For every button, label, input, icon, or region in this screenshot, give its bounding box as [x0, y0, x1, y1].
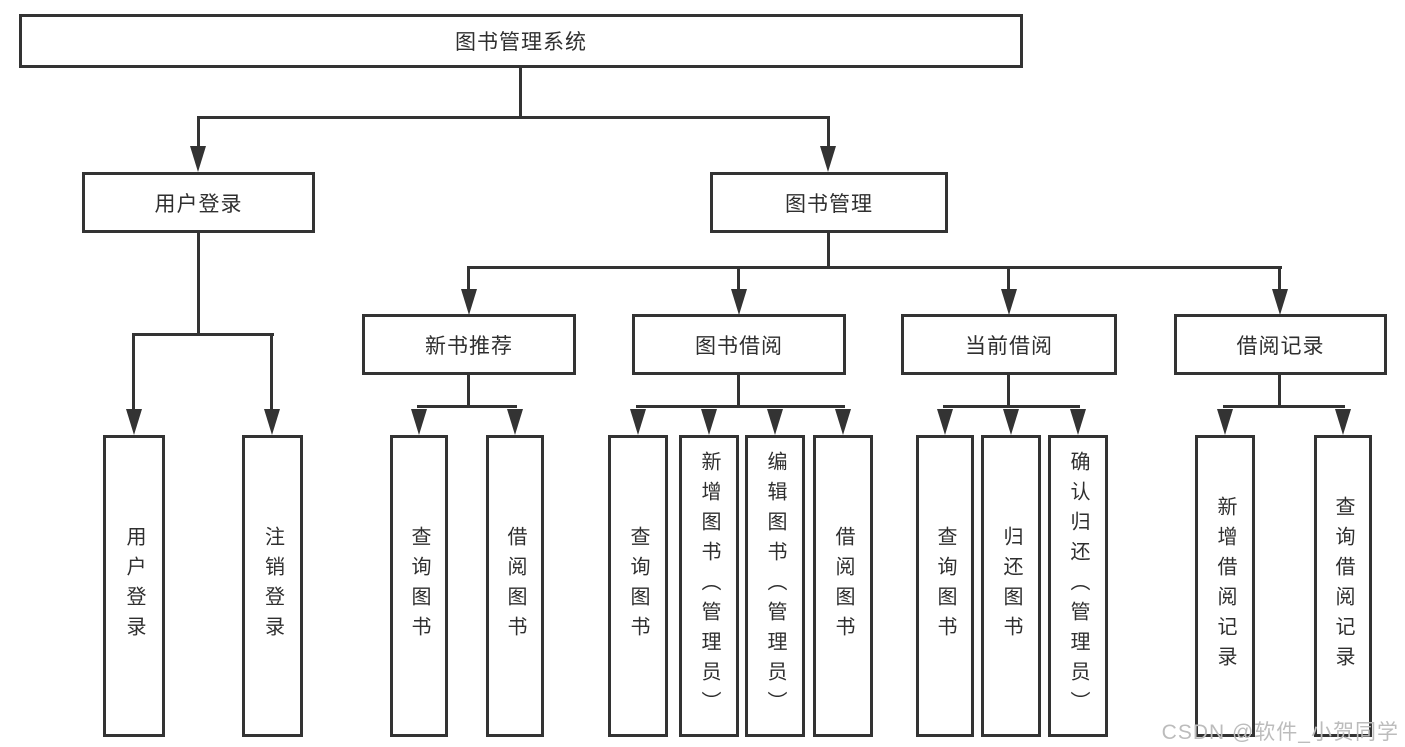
arrowhead-current-borrow — [1001, 289, 1017, 315]
arrowhead-borrow-books-1 — [507, 409, 523, 435]
node-book-management: 图书管理 — [710, 172, 948, 233]
leaf-label: 查询图书 — [627, 526, 649, 646]
connector-borrow-records-stem — [1278, 375, 1281, 408]
connector-book-borrow-rail — [636, 405, 845, 408]
leaf-add-books-admin: 新增图书（管理员） — [679, 435, 739, 737]
connector-current-borrow-rail — [943, 405, 1080, 408]
arrowhead-new-book — [461, 289, 477, 315]
leaf-label: 用户登录 — [123, 526, 145, 646]
node-user-login: 用户登录 — [82, 172, 315, 233]
connector-level2-rail — [197, 116, 830, 119]
arrowhead-user-login — [190, 146, 206, 172]
connector-user-login-stem — [197, 233, 200, 335]
connector-new-book-drop — [467, 269, 470, 291]
leaf-label: 确认归还（管理员） — [1067, 451, 1089, 721]
arrowhead-query-books-1 — [411, 409, 427, 435]
node-new-book-recommendation: 新书推荐 — [362, 314, 576, 375]
connector-book-management-drop — [827, 116, 830, 148]
arrowhead-query-books-2 — [630, 409, 646, 435]
node-current-borrowing: 当前借阅 — [901, 314, 1117, 375]
leaf-query-books-borrowing: 查询图书 — [608, 435, 668, 737]
node-label: 图书借阅 — [695, 334, 783, 358]
arrowhead-return-books — [1003, 409, 1019, 435]
csdn-watermark: CSDN @软件_小贺同学 — [1161, 721, 1399, 744]
leaf-user-login: 用户登录 — [103, 435, 165, 737]
connector-level3-rail — [467, 266, 1282, 269]
leaf-label: 借阅图书 — [504, 526, 526, 646]
connector-borrow-records-rail — [1223, 405, 1345, 408]
arrowhead-edit-books — [767, 409, 783, 435]
leaf-label: 归还图书 — [1000, 526, 1022, 646]
node-label: 图书管理系统 — [455, 31, 587, 54]
node-label: 当前借阅 — [965, 334, 1053, 358]
leaf-query-borrow-record: 查询借阅记录 — [1314, 435, 1372, 737]
node-library-management-system: 图书管理系统 — [19, 14, 1023, 68]
leaf-confirm-return-admin: 确认归还（管理员） — [1048, 435, 1108, 737]
leaf-query-books-recommend: 查询图书 — [390, 435, 448, 737]
connector-book-management-stem — [827, 233, 830, 269]
arrowhead-add-borrow-record — [1217, 409, 1233, 435]
connector-logout-leaf-drop — [270, 336, 273, 411]
arrowhead-borrow-books-2 — [835, 409, 851, 435]
connector-user-login-rail — [132, 333, 274, 336]
arrowhead-confirm-return — [1070, 409, 1086, 435]
leaf-query-books-current: 查询图书 — [916, 435, 974, 737]
node-borrowing-records: 借阅记录 — [1174, 314, 1387, 375]
node-label: 图书管理 — [785, 192, 873, 216]
leaf-borrow-books-recommend: 借阅图书 — [486, 435, 544, 737]
arrowhead-add-books — [701, 409, 717, 435]
connector-new-book-rail — [417, 405, 517, 408]
arrowhead-query-books-3 — [937, 409, 953, 435]
leaf-add-borrow-record: 新增借阅记录 — [1195, 435, 1255, 737]
arrowhead-query-borrow-record — [1335, 409, 1351, 435]
arrowhead-logout-leaf — [264, 409, 280, 435]
arrowhead-book-management — [820, 146, 836, 172]
connector-borrow-records-drop — [1278, 269, 1281, 291]
arrowhead-login-leaf — [126, 409, 142, 435]
leaf-edit-books-admin: 编辑图书（管理员） — [745, 435, 805, 737]
node-label: 用户登录 — [154, 192, 243, 216]
leaf-label: 查询图书 — [408, 526, 430, 646]
connector-root-stem — [519, 67, 522, 119]
connector-current-borrow-drop — [1007, 269, 1010, 291]
connector-new-book-stem — [467, 375, 470, 408]
leaf-label: 新增图书（管理员） — [698, 451, 720, 721]
leaf-label: 新增借阅记录 — [1214, 496, 1236, 676]
leaf-label: 查询图书 — [934, 526, 956, 646]
leaf-return-books: 归还图书 — [981, 435, 1041, 737]
node-label: 新书推荐 — [425, 334, 513, 358]
connector-book-borrow-drop — [737, 269, 740, 291]
leaf-label: 借阅图书 — [832, 526, 854, 646]
leaf-label: 编辑图书（管理员） — [764, 451, 786, 721]
leaf-label: 查询借阅记录 — [1332, 496, 1354, 676]
connector-current-borrow-stem — [1007, 375, 1010, 408]
node-label: 借阅记录 — [1236, 334, 1325, 358]
connector-login-leaf-drop — [132, 336, 135, 411]
leaf-logout: 注销登录 — [242, 435, 303, 737]
leaf-borrow-books-borrowing: 借阅图书 — [813, 435, 873, 737]
connector-book-borrow-stem — [737, 375, 740, 408]
connector-user-login-drop — [197, 116, 200, 148]
leaf-label: 注销登录 — [261, 526, 284, 646]
arrowhead-book-borrow — [731, 289, 747, 315]
node-book-borrowing: 图书借阅 — [632, 314, 846, 375]
arrowhead-borrow-records — [1272, 289, 1288, 315]
